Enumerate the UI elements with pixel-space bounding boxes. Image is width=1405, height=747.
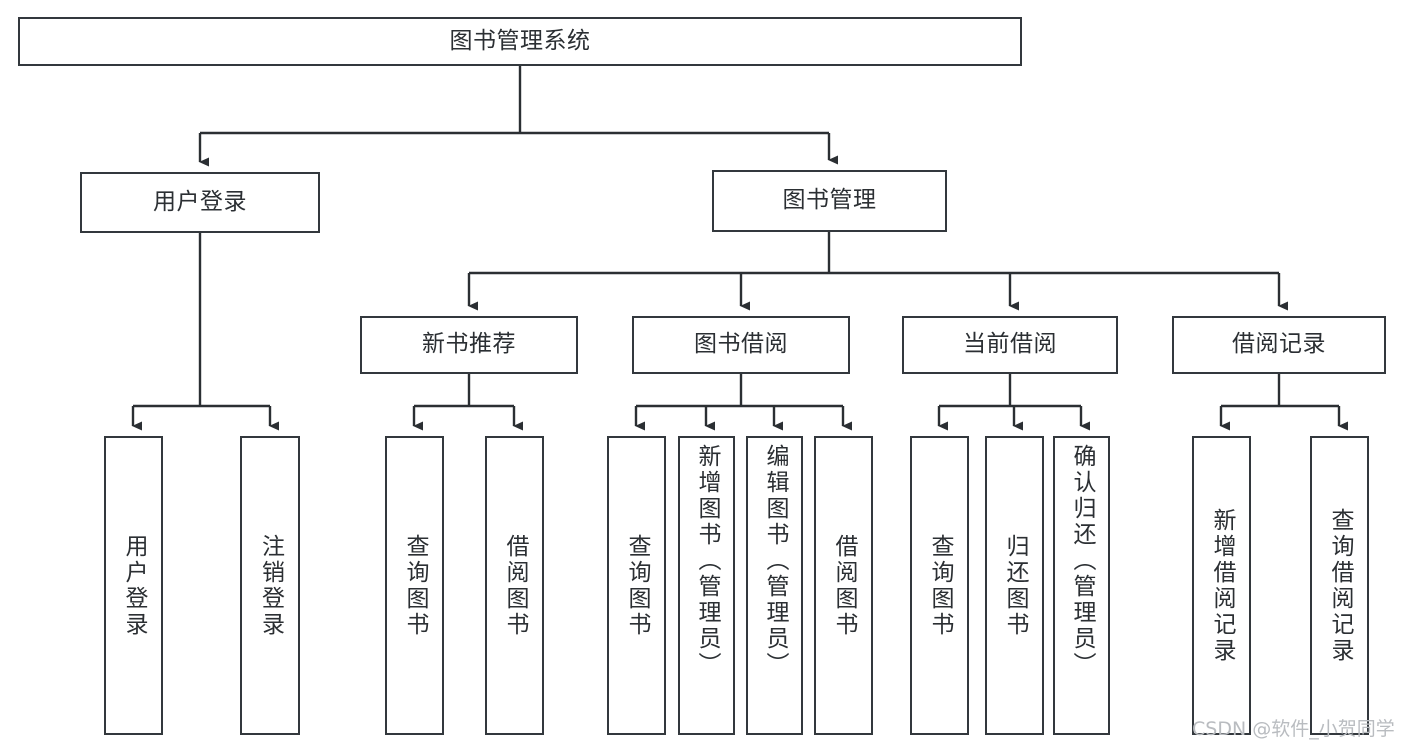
node-leaf-return-book[interactable]: 归还图书 bbox=[985, 436, 1044, 735]
node-leaf-query-book-1[interactable]: 查询图书 bbox=[385, 436, 444, 735]
node-label-book-manage: 图书管理 bbox=[782, 187, 877, 214]
node-leaf-borrow-book-2[interactable]: 借阅图书 bbox=[814, 436, 873, 735]
node-leaf-confirm-return[interactable]: 确认归还（管理员） bbox=[1053, 436, 1110, 735]
node-leaf-add-record[interactable]: 新增借阅记录 bbox=[1192, 436, 1251, 735]
node-label-leaf-edit-book: 编辑图书（管理员） bbox=[762, 444, 788, 678]
watermark-label: CSDN @软件_小贺同学 bbox=[1192, 718, 1395, 740]
node-label-leaf-add-record: 新增借阅记录 bbox=[1209, 507, 1235, 664]
node-user-login[interactable]: 用户登录 bbox=[80, 172, 320, 233]
node-root[interactable]: 图书管理系统 bbox=[18, 17, 1022, 66]
node-label-leaf-logout: 注销登录 bbox=[257, 533, 284, 638]
node-label-root: 图书管理系统 bbox=[449, 27, 591, 54]
node-label-leaf-borrow-book-1: 借阅图书 bbox=[502, 533, 528, 638]
node-label-leaf-query-book-3: 查询图书 bbox=[927, 533, 953, 638]
node-label-book-borrow: 图书借阅 bbox=[694, 331, 788, 358]
node-book-borrow[interactable]: 图书借阅 bbox=[632, 316, 850, 374]
node-leaf-query-book-2[interactable]: 查询图书 bbox=[607, 436, 666, 735]
node-leaf-logout[interactable]: 注销登录 bbox=[240, 436, 300, 735]
node-label-leaf-borrow-book-2: 借阅图书 bbox=[831, 533, 857, 638]
node-leaf-query-record[interactable]: 查询借阅记录 bbox=[1310, 436, 1369, 735]
node-label-leaf-add-book: 新增图书（管理员） bbox=[694, 444, 720, 678]
node-book-manage[interactable]: 图书管理 bbox=[712, 170, 947, 232]
node-label-leaf-confirm-return: 确认归还（管理员） bbox=[1069, 444, 1095, 678]
node-leaf-add-book[interactable]: 新增图书（管理员） bbox=[678, 436, 735, 735]
node-leaf-edit-book[interactable]: 编辑图书（管理员） bbox=[746, 436, 803, 735]
node-label-current-borrow: 当前借阅 bbox=[963, 331, 1057, 358]
node-leaf-query-book-3[interactable]: 查询图书 bbox=[910, 436, 969, 735]
node-new-book-recommend[interactable]: 新书推荐 bbox=[360, 316, 578, 374]
node-leaf-borrow-book-1[interactable]: 借阅图书 bbox=[485, 436, 544, 735]
node-label-new-book-recommend: 新书推荐 bbox=[422, 331, 516, 358]
node-label-borrow-record: 借阅记录 bbox=[1232, 331, 1326, 358]
node-leaf-user-login[interactable]: 用户登录 bbox=[104, 436, 163, 735]
node-label-leaf-query-book-1: 查询图书 bbox=[402, 533, 428, 638]
node-borrow-record[interactable]: 借阅记录 bbox=[1172, 316, 1386, 374]
node-label-leaf-query-record: 查询借阅记录 bbox=[1327, 507, 1353, 664]
node-label-user-login: 用户登录 bbox=[153, 188, 247, 215]
node-label-leaf-query-book-2: 查询图书 bbox=[624, 533, 650, 638]
node-label-leaf-user-login: 用户登录 bbox=[121, 533, 147, 638]
node-current-borrow[interactable]: 当前借阅 bbox=[902, 316, 1118, 374]
node-label-leaf-return-book: 归还图书 bbox=[1002, 533, 1028, 638]
